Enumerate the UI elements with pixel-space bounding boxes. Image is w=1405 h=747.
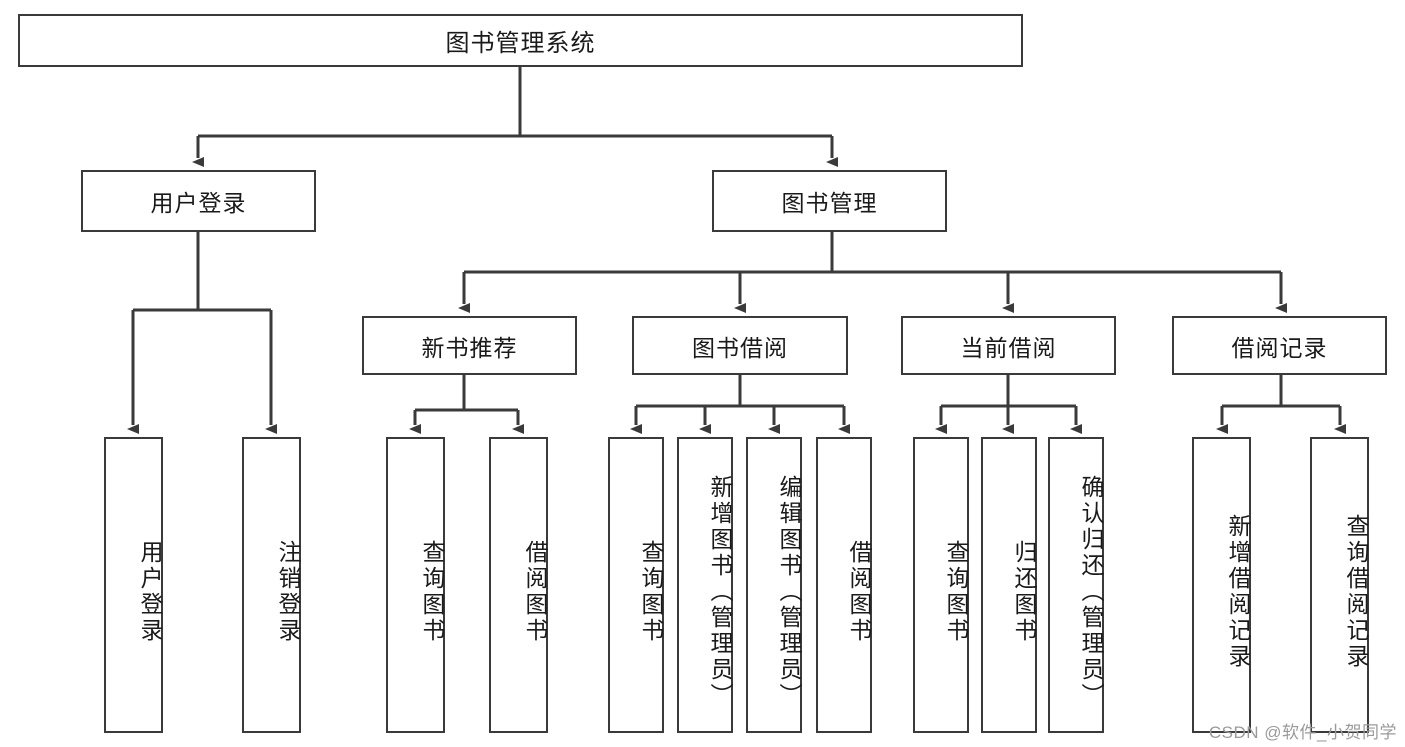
- leaf-add-book-label: 新增图书（管理员）: [707, 475, 733, 709]
- node-book-management[interactable]: 图书管理: [712, 170, 947, 232]
- leaf-logout-login[interactable]: 注销登录: [242, 437, 301, 733]
- leaf-logout-login-label: 注销登录: [275, 540, 301, 644]
- leaf-query-book-3[interactable]: 查询图书: [913, 437, 969, 733]
- node-book-borrow[interactable]: 图书借阅: [632, 316, 848, 375]
- node-new-book-recommend-label: 新书推荐: [421, 334, 518, 361]
- node-new-book-recommend[interactable]: 新书推荐: [362, 316, 577, 375]
- leaf-query-book-1[interactable]: 查询图书: [386, 437, 445, 733]
- node-user-login-label: 用户登录: [150, 190, 247, 216]
- leaf-query-record[interactable]: 查询借阅记录: [1310, 437, 1369, 733]
- leaf-edit-book-label: 编辑图书（管理员）: [776, 475, 802, 709]
- node-book-management-label: 图书管理: [781, 190, 878, 216]
- node-current-borrow-label: 当前借阅: [960, 334, 1057, 361]
- node-root[interactable]: 图书管理系统: [18, 14, 1023, 67]
- node-current-borrow[interactable]: 当前借阅: [901, 316, 1116, 375]
- leaf-borrow-book-2[interactable]: 借阅图书: [816, 437, 872, 733]
- watermark: CSDN @软件_小贺同学: [1208, 723, 1397, 742]
- node-borrow-record[interactable]: 借阅记录: [1172, 316, 1387, 375]
- node-user-login[interactable]: 用户登录: [81, 170, 316, 232]
- leaf-borrow-book-1-label: 借阅图书: [522, 540, 548, 644]
- leaf-return-book-label: 归还图书: [1011, 540, 1037, 644]
- leaf-query-book-3-label: 查询图书: [943, 540, 969, 644]
- leaf-user-login-label: 用户登录: [137, 540, 163, 644]
- leaf-add-record[interactable]: 新增借阅记录: [1192, 437, 1251, 733]
- leaf-query-book-2[interactable]: 查询图书: [608, 437, 664, 733]
- leaf-return-book[interactable]: 归还图书: [981, 437, 1037, 733]
- leaf-add-book[interactable]: 新增图书（管理员）: [677, 437, 733, 733]
- leaf-confirm-return[interactable]: 确认归还（管理员）: [1048, 437, 1104, 733]
- leaf-add-record-label: 新增借阅记录: [1225, 514, 1251, 670]
- leaf-edit-book[interactable]: 编辑图书（管理员）: [746, 437, 802, 733]
- leaf-query-record-label: 查询借阅记录: [1343, 514, 1369, 670]
- node-book-borrow-label: 图书借阅: [692, 334, 788, 361]
- leaf-borrow-book-2-label: 借阅图书: [846, 540, 872, 644]
- leaf-borrow-book-1[interactable]: 借阅图书: [489, 437, 548, 733]
- leaf-user-login[interactable]: 用户登录: [104, 437, 163, 733]
- node-borrow-record-label: 借阅记录: [1231, 334, 1328, 361]
- leaf-query-book-1-label: 查询图书: [419, 540, 445, 644]
- leaf-confirm-return-label: 确认归还（管理员）: [1078, 475, 1104, 709]
- leaf-query-book-2-label: 查询图书: [638, 540, 664, 644]
- node-root-label: 图书管理系统: [445, 30, 596, 57]
